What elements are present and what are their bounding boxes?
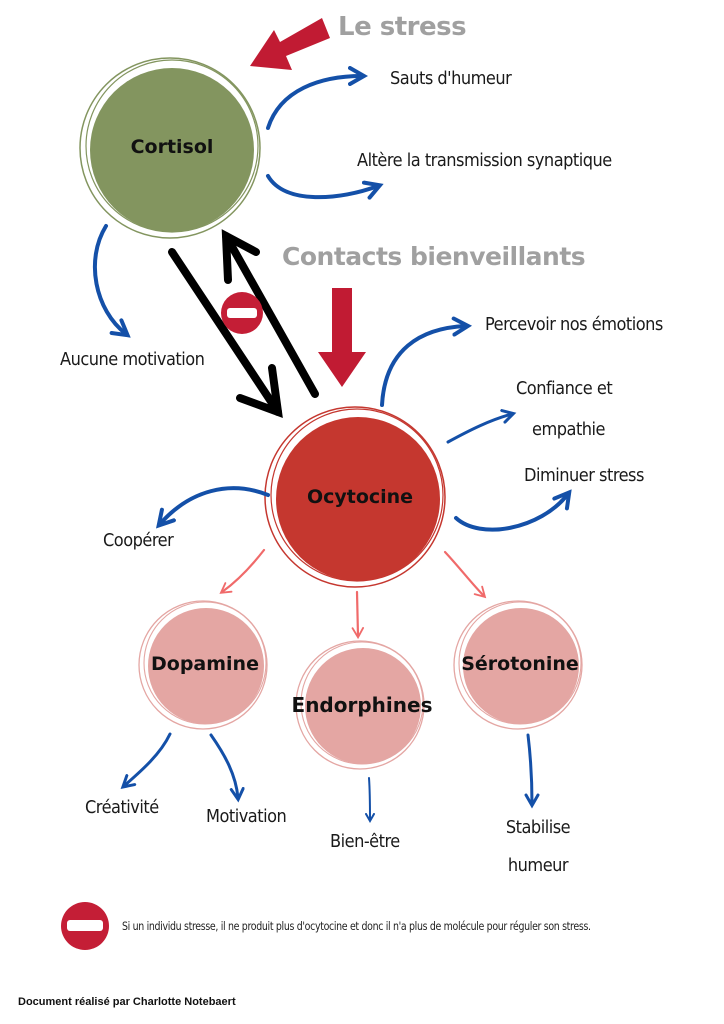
effect-motivation: Motivation: [206, 806, 287, 827]
cortisol-label: Cortisol: [130, 136, 214, 158]
effect-bien-etre: Bien-être: [330, 831, 400, 852]
feedback-arrows: [168, 229, 319, 419]
heading-stress: Le stress: [338, 12, 467, 42]
arrow-to-endorphines: [351, 590, 365, 640]
arrow-motivation: [209, 733, 245, 803]
effect-confiance-line2: empathie: [532, 419, 606, 440]
effect-altere-transmission: Altère la transmission synaptique: [357, 150, 612, 171]
arrow-aucune-motivation: [92, 224, 131, 338]
stress-arrow: [250, 18, 330, 70]
note-stop-icon: [61, 902, 109, 950]
serotonine-node: [453, 600, 583, 730]
effect-creativite: Créativité: [85, 797, 159, 818]
heading-contacts: Contacts bienveillants: [282, 242, 586, 271]
effect-sauts-humeur: Sauts d'humeur: [390, 68, 512, 89]
arrow-stabilise: [524, 733, 540, 809]
author-credit: Document réalisé par Charlotte Notebaert: [18, 996, 236, 1008]
endorphines-label: Endorphines: [291, 693, 433, 717]
arrow-sauts-humeur: [266, 66, 369, 130]
contacts-arrow: [318, 288, 366, 387]
effect-percevoir-emotions: Percevoir nos émotions: [485, 314, 663, 335]
serotonine-label: Sérotonine: [461, 653, 579, 675]
effect-stabilise-line1: Stabilise: [505, 817, 571, 838]
arrow-altere-transmission: [266, 174, 384, 200]
arrow-percevoir-emotions: [380, 316, 473, 407]
arrow-cooperer: [156, 486, 270, 529]
effect-aucune-motivation: Aucune motivation: [60, 349, 205, 370]
effect-diminuer-stress: Diminuer stress: [524, 465, 644, 486]
arrow-to-dopamine: [219, 548, 266, 594]
arrow-creativite: [120, 732, 172, 789]
cortisol-node: [79, 57, 261, 239]
arrow-to-serotonine: [443, 550, 487, 599]
dopamine-label: Dopamine: [151, 653, 259, 675]
arrow-diminuer-stress: [454, 489, 572, 532]
ocytocine-label: Ocytocine: [306, 486, 414, 508]
dopamine-node: [138, 600, 268, 730]
ocytocine-node: [264, 406, 446, 588]
effect-cooperer: Coopérer: [103, 530, 174, 551]
stress-note: Si un individu stresse, il ne produit pl…: [122, 919, 591, 933]
endorphines-node: [295, 640, 425, 770]
stop-sign-icon: [221, 292, 263, 334]
effect-stabilise-line2: humeur: [507, 855, 569, 876]
arrow-bien-etre: [364, 777, 375, 824]
arrow-confiance: [446, 409, 517, 444]
effect-confiance-line1: Confiance et: [516, 378, 613, 399]
